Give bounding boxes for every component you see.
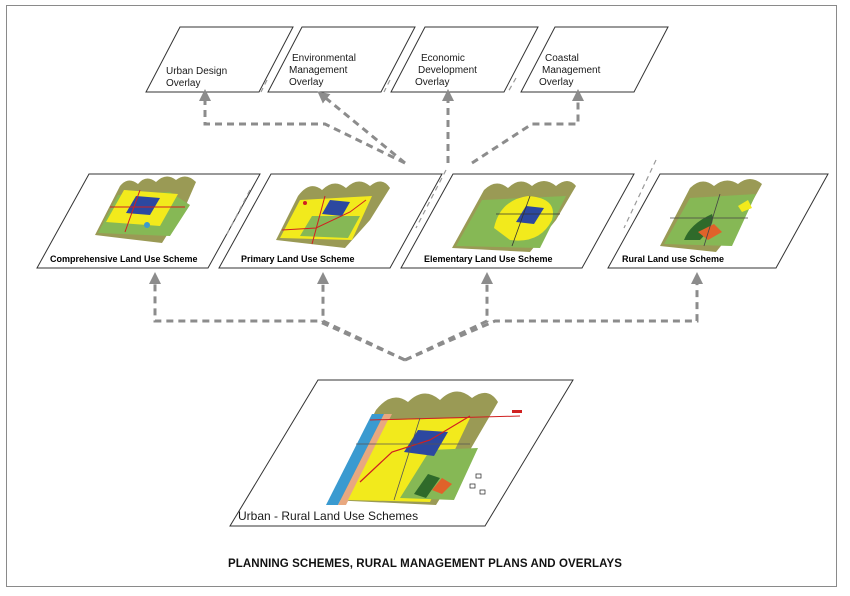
map-thumbnail xyxy=(276,181,390,248)
overlay-label-line1: Urban Design xyxy=(166,66,227,77)
scheme-rural: Rural Land use Scheme xyxy=(607,173,829,269)
overlay-label-line2: Overlay xyxy=(166,78,200,89)
overlay-coastal-management: Coastal Management Overlay xyxy=(520,26,669,93)
overlay-label-line2: Development xyxy=(418,65,477,76)
overlay-label-line3: Overlay xyxy=(539,77,573,88)
overlay-label-line2: Management xyxy=(542,65,601,76)
overlay-label-line1: Environmental xyxy=(292,53,356,64)
scheme-label: Elementary Land Use Scheme xyxy=(424,254,553,264)
scheme-comprehensive: Comprehensive Land Use Scheme xyxy=(36,173,261,269)
base-label: Urban - Rural Land Use Schemes xyxy=(238,509,418,523)
overlay-environmental-management: Environmental Management Overlay xyxy=(267,26,416,93)
diagram-frame xyxy=(6,5,837,587)
scheme-primary: Primary Land Use Scheme xyxy=(218,173,443,269)
overlay-urban-design: Urban Design Overlay xyxy=(145,26,294,93)
arrows-to-schemes xyxy=(149,272,703,362)
map-thumbnail xyxy=(452,181,576,252)
overlay-label-line1: Economic xyxy=(421,53,465,64)
scheme-label: Comprehensive Land Use Scheme xyxy=(50,254,198,264)
arrows-to-overlays xyxy=(199,89,584,165)
scheme-separators xyxy=(225,159,657,237)
overlay-label-line3: Overlay xyxy=(289,77,323,88)
scheme-label: Primary Land Use Scheme xyxy=(241,254,355,264)
map-thumbnail xyxy=(326,391,522,505)
overlay-separators xyxy=(260,77,517,93)
map-thumbnail xyxy=(95,176,196,243)
scheme-label: Rural Land use Scheme xyxy=(622,254,724,264)
map-thumbnail xyxy=(660,179,762,252)
base-urban-rural-scheme: Urban - Rural Land Use Schemes xyxy=(229,379,574,527)
overlay-economic-development: Economic Development Overlay xyxy=(390,26,539,93)
scheme-elementary: Elementary Land Use Scheme xyxy=(400,173,635,269)
overlay-label-line2: Management xyxy=(289,65,348,76)
overlay-label-line3: Overlay xyxy=(415,77,449,88)
overlay-label-line1: Coastal xyxy=(545,53,579,64)
diagram-caption: PLANNING SCHEMES, RURAL MANAGEMENT PLANS… xyxy=(228,558,622,570)
